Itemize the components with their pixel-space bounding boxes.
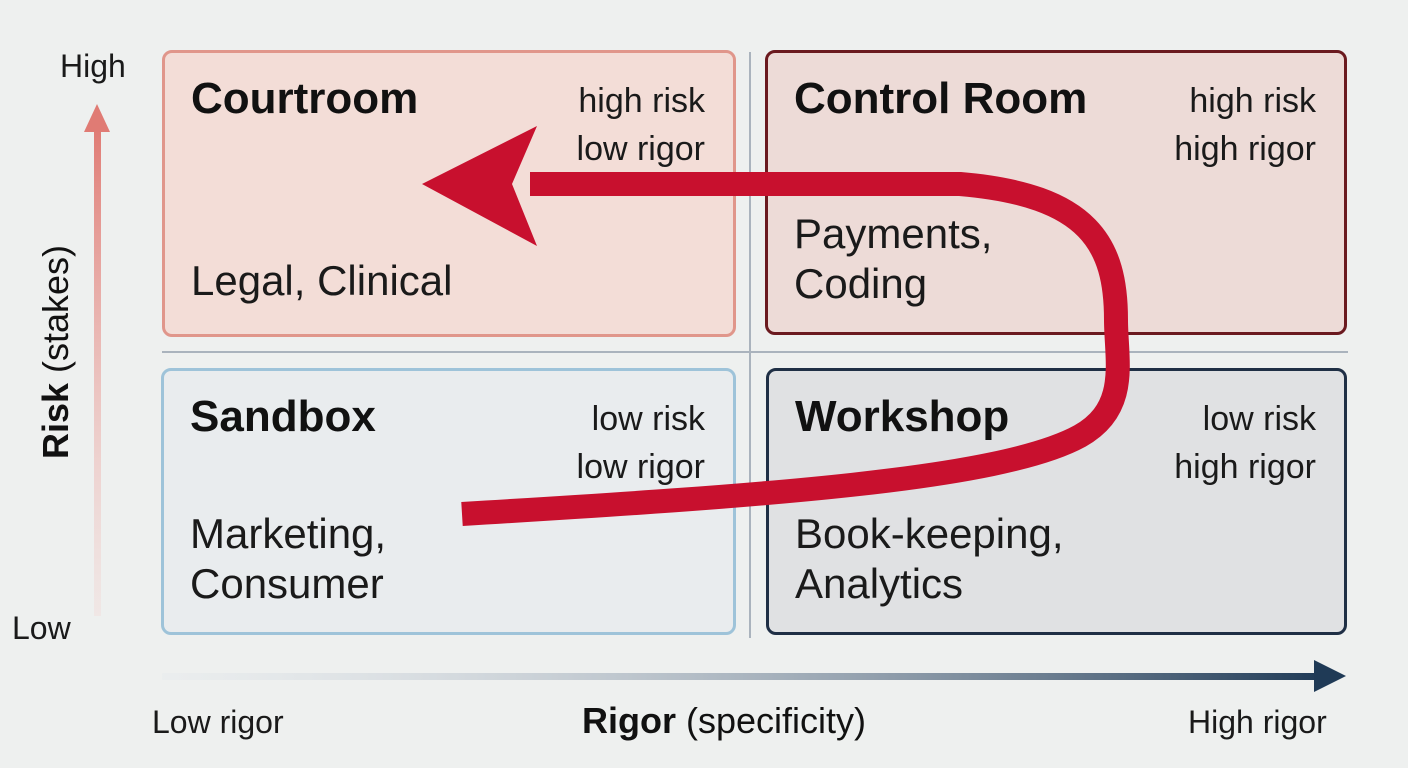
quadrant-sandbox: Sandbox low risk low rigor Marketing, Co… xyxy=(161,368,736,635)
risk-tag: low risk xyxy=(1202,400,1316,438)
quadrant-courtroom: Courtroom high risk low rigor Legal, Cli… xyxy=(162,50,736,337)
quadrant-title: Control Room xyxy=(794,74,1088,123)
rigor-tag: low rigor xyxy=(576,130,705,168)
quadrant-title: Workshop xyxy=(795,392,1010,441)
quadrant-tag: high risk high rigor xyxy=(1174,77,1316,173)
quadrant-title: Courtroom xyxy=(191,74,419,123)
quadrant-examples: Book-keeping, Analytics xyxy=(795,509,1064,609)
quadrant-examples: Legal, Clinical xyxy=(191,256,452,306)
quadrant-title: Sandbox xyxy=(190,392,376,441)
example-line: Coding xyxy=(794,260,928,307)
quadrant-examples: Marketing, Consumer xyxy=(190,509,386,609)
quadrant-control-room: Control Room high risk high rigor Paymen… xyxy=(765,50,1347,335)
x-axis-title: Rigor (specificity) xyxy=(582,700,866,742)
quadrant-tag: high risk low rigor xyxy=(577,77,705,173)
rigor-tag: high rigor xyxy=(1174,130,1316,168)
y-axis-title-rest: (stakes) xyxy=(35,244,76,383)
example-line: Book-keeping, xyxy=(795,510,1064,557)
risk-tag: high risk xyxy=(1189,82,1316,120)
x-axis-low-label: Low rigor xyxy=(152,704,284,740)
y-axis-title: Risk (stakes) xyxy=(35,245,77,459)
y-axis-arrow xyxy=(84,104,110,616)
quadrant-workshop: Workshop low risk high rigor Book-keepin… xyxy=(766,368,1347,635)
quadrant-examples: Payments, Coding xyxy=(794,209,992,309)
quadrant-tag: low risk low rigor xyxy=(577,395,705,491)
rigor-tag: high rigor xyxy=(1174,448,1316,486)
risk-tag: low risk xyxy=(591,400,705,438)
y-axis-low-label: Low xyxy=(12,610,71,646)
example-line: Legal, Clinical xyxy=(191,257,453,304)
example-line: Marketing, xyxy=(190,510,387,557)
rigor-tag: low rigor xyxy=(576,448,705,486)
y-axis-high-label: High xyxy=(60,48,126,84)
quadrant-tag: low risk high rigor xyxy=(1174,395,1316,491)
x-axis-title-bold: Rigor xyxy=(582,700,676,741)
example-line: Consumer xyxy=(190,560,384,607)
x-axis-arrow xyxy=(162,660,1346,692)
x-axis-high-label: High rigor xyxy=(1188,704,1327,740)
example-line: Analytics xyxy=(795,560,964,607)
x-axis-title-rest: (specificity) xyxy=(676,700,867,741)
risk-tag: high risk xyxy=(578,82,705,120)
example-line: Payments, xyxy=(794,210,993,257)
y-axis-title-bold: Risk xyxy=(35,382,76,460)
